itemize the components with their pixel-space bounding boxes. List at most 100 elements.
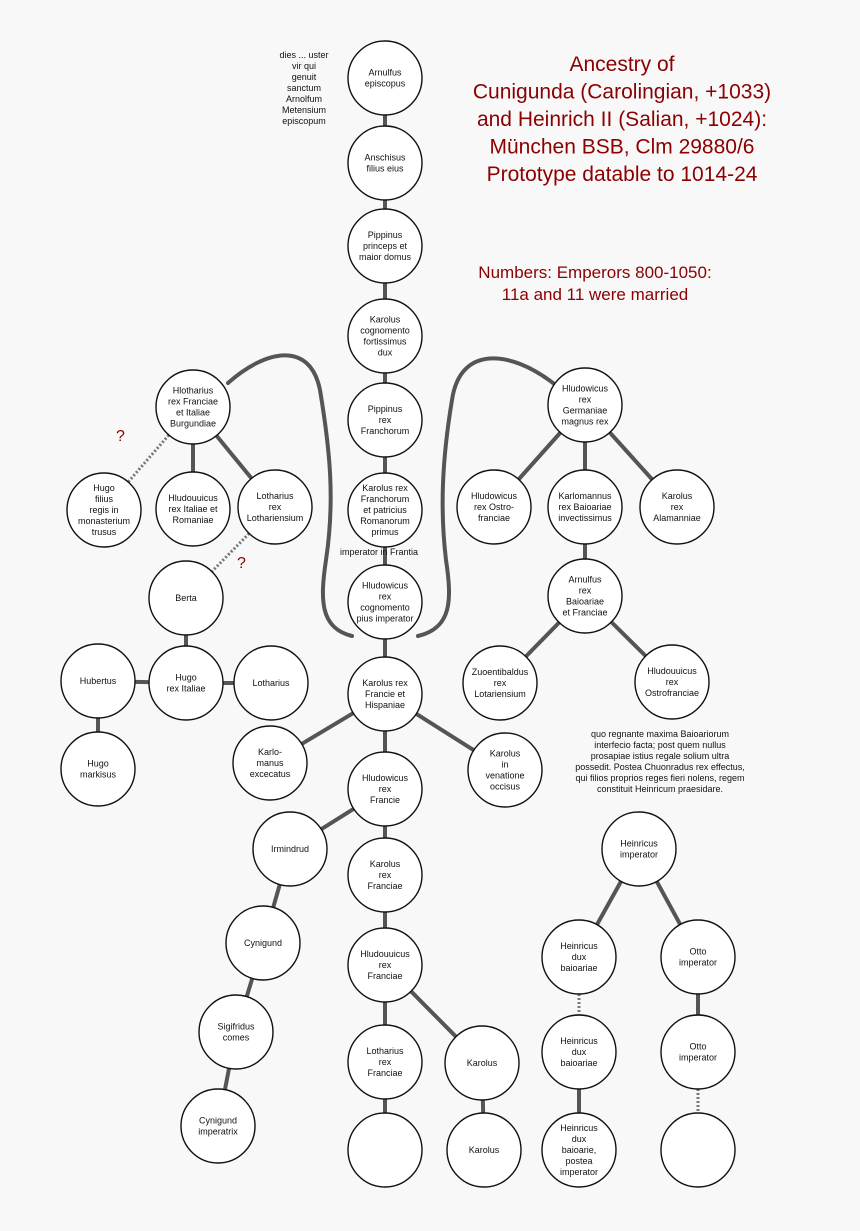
person-circle-empty-b xyxy=(660,1112,736,1188)
person-node-irmindrud: Irmindrud xyxy=(252,811,328,887)
person-label-karolus-primus-line-0: Karolus rex xyxy=(362,483,408,493)
person-label-heinricus-postea-line-0: Heinricus xyxy=(560,1123,598,1133)
person-label-karolus-primus-line-3: Romanorum xyxy=(360,516,410,526)
title-line-1: Cunigunda (Carolingian, +1033) xyxy=(473,81,771,104)
person-label-zuoentibaldus-line-2: Lotariensium xyxy=(474,689,526,699)
person-label-hubertus-line-0: Hubertus xyxy=(80,676,117,686)
person-label-hludowicus-pius-line-0: Hludowicus xyxy=(362,581,409,591)
person-circle-lotharius-lothariensium xyxy=(237,469,313,545)
person-label-heinricus-dux-a-line-2: baioariae xyxy=(560,963,597,973)
person-label-karlomannus-line-1: rex Baioariae xyxy=(558,502,611,512)
person-label-lotharius-franciae-line-2: Franciae xyxy=(367,1068,402,1078)
person-label-pippinus-rex-line-0: Pippinus xyxy=(368,404,403,414)
baioaria-note-line-5: constituit Heinricum praesidare. xyxy=(597,784,723,794)
person-label-berta-line-0: Berta xyxy=(175,593,197,603)
person-label-hludowicus-germaniae-line-3: magnus rex xyxy=(561,417,609,427)
person-label-lotharius-lothariensium-line-0: Lotharius xyxy=(256,491,294,501)
person-circle-pippinus-maior xyxy=(347,208,423,284)
person-label-karolus-b-line-0: Karolus xyxy=(469,1145,500,1155)
person-label-hludouuicus-italiae-line-2: Romaniae xyxy=(172,515,213,525)
person-label-otto-a-line-0: Otto xyxy=(689,947,706,957)
person-circle-karolus-a xyxy=(444,1025,520,1101)
person-label-hludouuicus-franciae-line-1: rex xyxy=(379,960,392,970)
person-label-hludowicus-pius-line-3: pius imperator xyxy=(356,614,413,624)
person-circle-hludouuicus-italiae xyxy=(155,471,231,547)
curve-hludowicus-pius-to-hludowicus-germaniae xyxy=(416,356,555,638)
edge-irmindrud-cynigund xyxy=(271,882,282,910)
person-label-sigifridus-line-0: Sigifridus xyxy=(217,1022,255,1032)
person-label-arnulfus-episcopus-line-1: episcopus xyxy=(365,79,406,89)
person-label-hludouuicus-franciae-line-2: Franciae xyxy=(367,971,402,981)
person-label-zuoentibaldus-line-0: Zuoentibaldus xyxy=(472,667,529,677)
person-circle-hludouuicus-ostrofranciae xyxy=(634,644,710,720)
person-label-karolus-primus-line-2: et patricius xyxy=(363,505,407,515)
person-circle-otto-b xyxy=(660,1014,736,1090)
person-circle-irmindrud xyxy=(252,811,328,887)
person-label-lotharius-franciae-line-1: rex xyxy=(379,1057,392,1067)
person-circle-karolus-primus xyxy=(347,472,423,548)
edge-karolus_francie-karlomanus xyxy=(299,711,356,746)
edge-dotted-hlotharius-hugo_filius xyxy=(127,434,170,483)
labels-layer: ? ? imperator in Frantia Ancestry ofCuni… xyxy=(116,50,771,794)
person-circle-karolus-alamanniae xyxy=(639,469,715,545)
person-circle-berta xyxy=(148,560,224,636)
person-label-hludowicus-germaniae-line-0: Hludowicus xyxy=(562,384,609,394)
person-circle-hugo-markisus xyxy=(60,731,136,807)
person-label-pippinus-maior-line-1: princeps et xyxy=(363,241,408,251)
person-label-lotharius-franciae-line-0: Lotharius xyxy=(366,1046,404,1056)
person-label-otto-b-line-1: imperator xyxy=(679,1053,717,1063)
person-label-karolus-fortissimus-line-0: Karolus xyxy=(370,315,401,325)
person-circle-arnulfus-rex xyxy=(547,558,623,634)
person-circle-sigifridus xyxy=(198,994,274,1070)
title-line-4: Prototype datable to 1014-24 xyxy=(487,163,758,186)
person-label-heinricus-dux-b-line-0: Heinricus xyxy=(560,1036,598,1046)
edge-cynigund-sigifridus xyxy=(244,976,255,999)
arnulf-note-line-6: episcopum xyxy=(282,116,326,126)
person-label-karolus-a-line-0: Karolus xyxy=(467,1058,498,1068)
person-label-karolus-venatione-line-1: in xyxy=(501,760,508,770)
person-label-hugo-italiae-line-0: Hugo xyxy=(175,673,197,683)
person-circle-karolus-fortissimus xyxy=(347,298,423,374)
person-label-karolus-venatione-line-2: venatione xyxy=(485,771,524,781)
person-label-karolus-francie-line-2: Hispaniae xyxy=(365,700,405,710)
person-circle-hludowicus-pius xyxy=(347,564,423,640)
person-label-pippinus-rex-line-1: rex xyxy=(379,415,392,425)
subtitle-line-0: Numbers: Emperors 800-1050: xyxy=(478,263,711,282)
person-label-hludowicus-germaniae-line-2: Germaniae xyxy=(563,406,608,416)
person-circle-heinricus-imperator xyxy=(601,811,677,887)
arnulf-note-line-0: dies ... uster xyxy=(279,50,328,60)
person-label-anschisus-line-0: Anschisus xyxy=(364,153,406,163)
person-label-karolus-venatione-line-0: Karolus xyxy=(490,749,521,759)
person-label-heinricus-postea-line-1: dux xyxy=(572,1134,587,1144)
person-label-hlotharius-line-1: rex Franciae xyxy=(168,397,218,407)
person-label-hludowicus-francie-line-2: Francie xyxy=(370,795,400,805)
baioaria-note-line-2: prosapiae istius regale solium ultra xyxy=(591,751,730,761)
person-label-arnulfus-episcopus-line-0: Arnulfus xyxy=(368,68,402,78)
person-label-karolus-franciae-line-1: rex xyxy=(379,870,392,880)
person-label-hugo-filius-line-2: regis in xyxy=(89,505,118,515)
person-label-hludowicus-ostrofranciae-line-1: rex Ostro- xyxy=(474,502,514,512)
person-circle-anschisus xyxy=(347,125,423,201)
person-circle-hludowicus-ostrofranciae xyxy=(456,469,532,545)
person-label-pippinus-maior-line-2: maior domus xyxy=(359,252,412,262)
person-label-arnulfus-rex-line-1: rex xyxy=(579,586,592,596)
person-circle-hludowicus-germaniae xyxy=(547,367,623,443)
person-label-karolus-venatione-line-3: occisus xyxy=(490,782,521,792)
person-label-arnulfus-rex-line-3: et Franciae xyxy=(562,608,607,618)
person-label-karolus-alamanniae-line-2: Alamanniae xyxy=(653,513,701,523)
person-circle-lotharius xyxy=(233,645,309,721)
person-label-lotharius-lothariensium-line-2: Lothariensium xyxy=(247,513,304,523)
person-label-hludouuicus-ostrofranciae-line-2: Ostrofranciae xyxy=(645,688,699,698)
person-label-heinricus-imperator-line-0: Heinricus xyxy=(620,839,658,849)
person-node-cynigund: Cynigund xyxy=(225,905,301,981)
